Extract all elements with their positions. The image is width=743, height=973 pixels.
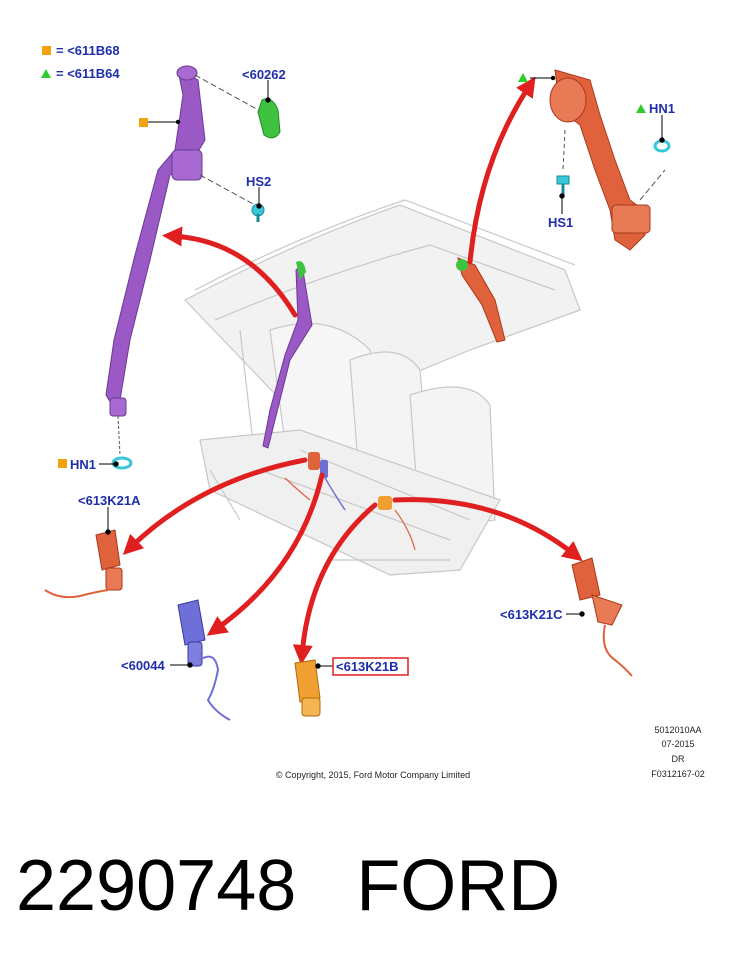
label-hn1-left: HN1 <box>70 457 96 472</box>
legend-triangle-marker <box>41 69 51 78</box>
label-613k21b: <613K21B <box>336 659 399 674</box>
doc-code: 5012010AA <box>654 725 701 735</box>
red-arrows <box>122 76 583 665</box>
callout-triangle-marker <box>518 73 528 82</box>
figure-id: F0312167-02 <box>651 769 705 779</box>
legend-item-611b64: = <611B64 <box>56 66 120 81</box>
purple-belt-assembly <box>105 65 263 456</box>
part-caption: 2290748 FORD <box>16 850 560 922</box>
doc-dr: DR <box>672 754 685 764</box>
brand-name: FORD <box>356 846 561 926</box>
leader-lines <box>99 80 665 669</box>
vehicle-outline <box>184 199 581 576</box>
buckle-613k21b <box>294 659 321 717</box>
hn1-left-square-marker <box>58 459 67 468</box>
label-60044: <60044 <box>121 658 166 673</box>
trim-cover-green <box>257 98 281 139</box>
marker-callouts <box>58 73 646 468</box>
legend-item-611b68: = <611B68 <box>56 43 120 58</box>
exploded-diagram: = <611B68 = <611B64 <60262 HS2 HN1 HN1 H… <box>41 43 705 780</box>
label-hn1-right: HN1 <box>649 101 675 116</box>
hn1-right-triangle-marker <box>636 104 646 113</box>
legend: = <611B68 = <611B64 <box>41 43 120 81</box>
label-613k21c: <613K21C <box>500 607 563 622</box>
label-hs1: HS1 <box>548 215 573 230</box>
label-hs2: HS2 <box>246 174 271 189</box>
buckle-613k21c <box>571 557 633 677</box>
nut-hn1-left <box>111 456 133 470</box>
installed-buckles <box>284 452 416 551</box>
part-number: 2290748 <box>16 846 297 926</box>
label-613k21a: <613K21A <box>78 493 141 508</box>
copyright: © Copyright, 2015, Ford Motor Company Li… <box>276 770 470 780</box>
highlight-box-613k21b <box>332 657 409 676</box>
buckle-60044 <box>177 599 231 721</box>
installed-purple-belt <box>262 261 313 449</box>
doc-date: 07-2015 <box>661 739 694 749</box>
callout-square-marker <box>139 118 148 127</box>
label-60262: <60262 <box>242 67 286 82</box>
installed-orange-belt <box>456 257 506 343</box>
buckle-613k21a <box>44 529 123 599</box>
screw-hs1 <box>556 175 570 196</box>
orange-belt-assembly <box>549 69 666 251</box>
legend-square-marker <box>42 46 51 55</box>
